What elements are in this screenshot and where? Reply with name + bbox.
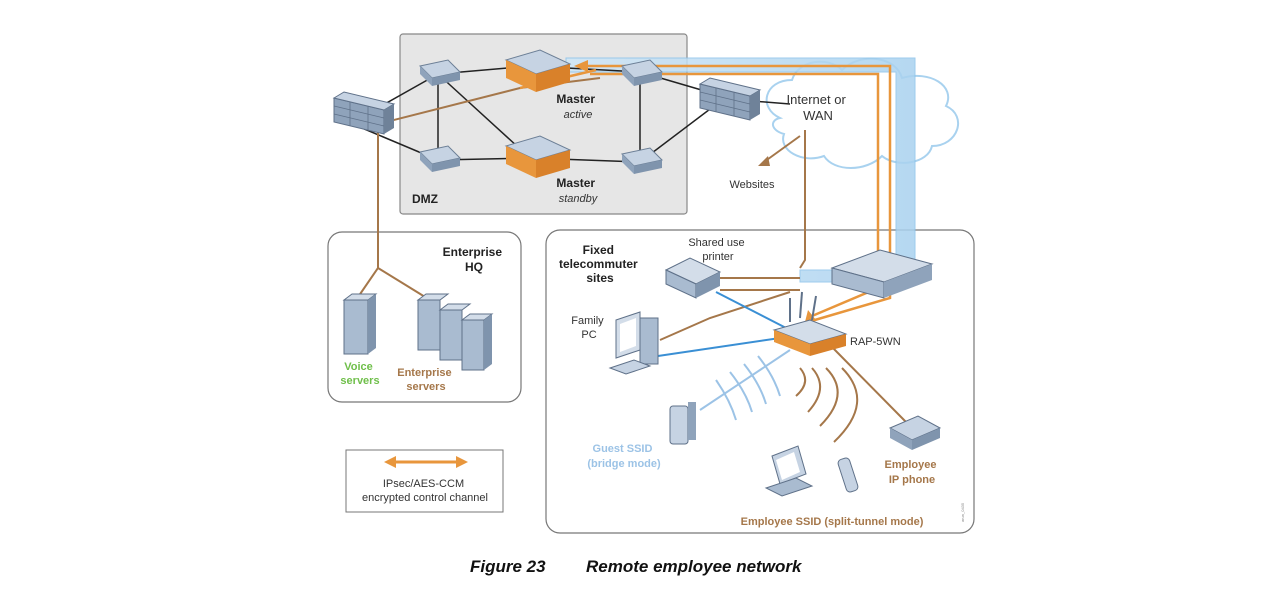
master-standby-controller [504, 135, 572, 178]
employee-ssid-label: Employee SSID (split-tunnel mode) [741, 516, 924, 528]
dmz-zone [399, 33, 688, 215]
guest-ssid-label: Guest SSID (bridge mode) [587, 443, 661, 470]
figure-ref-label: arun_0435 [960, 502, 965, 522]
websites-label: Websites [729, 179, 775, 191]
firewall-wan [698, 77, 762, 121]
master-standby-label: Master standby [556, 174, 599, 205]
dmz-switch-tr [620, 59, 664, 86]
family-pc [608, 311, 659, 375]
employee-laptop [764, 445, 814, 497]
websites-arrowhead [758, 156, 770, 166]
enterprise-servers [416, 293, 494, 371]
master-active-label: Master active [556, 90, 599, 121]
legend-box [345, 449, 504, 513]
telecommuter-label: Fixed telecommuter sites [559, 243, 641, 285]
firewall-hq [332, 91, 396, 135]
legend-arrow-left [384, 456, 396, 468]
printer-label: Shared use printer [688, 237, 747, 263]
master-active-controller [504, 49, 572, 92]
dmz-switch-br [620, 147, 664, 174]
rap-5wn [772, 291, 848, 356]
legend-arrow-right [456, 456, 468, 468]
guest-wifi-waves [699, 349, 791, 421]
lan-links [657, 291, 791, 357]
rap-label: RAP-5WN [850, 336, 901, 348]
legend-text: IPsec/AES-CCM encrypted control channel [362, 478, 488, 504]
home-router [830, 249, 934, 299]
family-pc-label: Family PC [571, 315, 606, 341]
tunnel-band [565, 57, 916, 283]
dmz-switch-bl [418, 145, 462, 172]
employee-ip-phone-label: Employee IP phone [884, 459, 939, 486]
employee-mobile-phone [837, 457, 859, 493]
voice-servers-label: Voice servers [340, 361, 379, 387]
shared-printer [664, 257, 722, 299]
employee-wifi-waves [795, 367, 859, 443]
dmz-label: DMZ [412, 192, 438, 206]
tunnel-arrowhead-left [574, 60, 588, 72]
voice-server [342, 293, 378, 355]
enterprise-servers-label: Enterprise servers [397, 367, 454, 393]
internet-label: Internet or WAN [787, 92, 850, 123]
guest-device [669, 402, 696, 445]
dmz-switch-tl [418, 59, 462, 86]
figure-title: Remote employee network [586, 557, 803, 576]
employee-ip-phone [888, 415, 942, 450]
enterprise-hq-label: Enterprise HQ [443, 245, 506, 274]
figure-number: Figure 23 [470, 557, 546, 576]
